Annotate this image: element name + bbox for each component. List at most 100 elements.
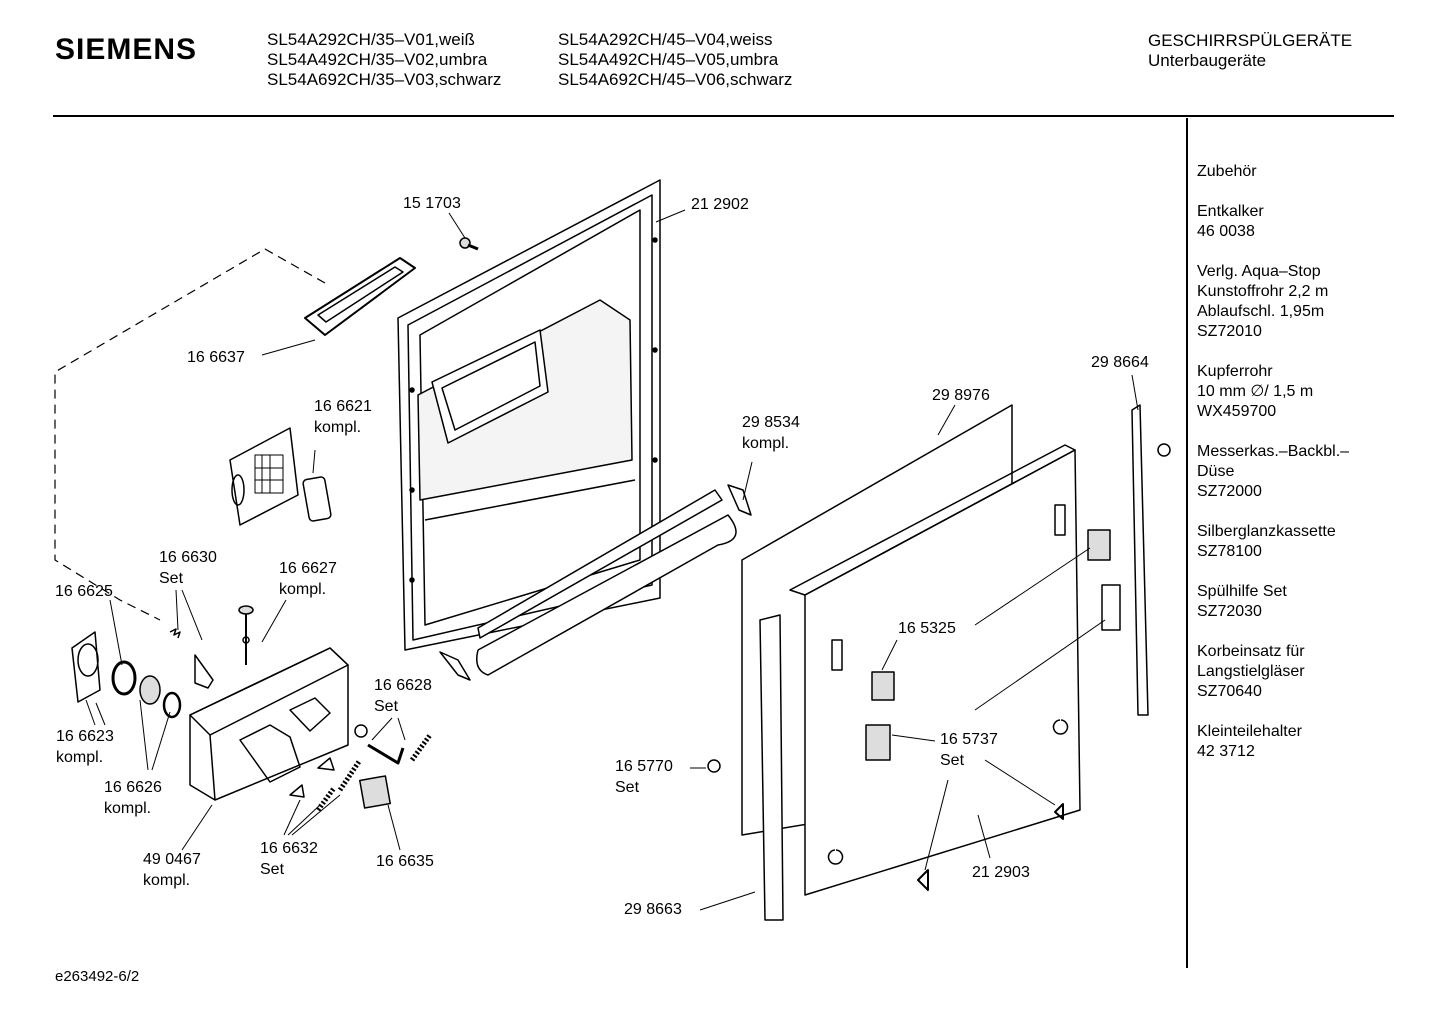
part-number: 16 6623 <box>56 728 114 745</box>
model-list-35: SL54A292CH/35–V01,weiß SL54A492CH/35–V02… <box>267 30 501 90</box>
part-qualifier: kompl. <box>314 419 362 436</box>
part-label: 16 6635 <box>376 853 434 870</box>
part-label: 21 2903 <box>972 864 1030 881</box>
accessory-name: Verlg. Aqua–Stop <box>1197 263 1321 280</box>
sidebar-divider <box>1186 118 1188 968</box>
side-trim-left <box>759 614 784 921</box>
knob-part <box>707 759 721 773</box>
header-divider <box>53 115 1394 117</box>
model-line: SL54A492CH/45–V05,umbra <box>558 50 779 69</box>
latch-bracket <box>1101 584 1121 631</box>
accessory-code: WX459700 <box>1197 403 1277 420</box>
dashed-assembly-line <box>54 248 326 621</box>
accessory-item: Entkalker 46 0038 <box>1197 202 1427 242</box>
part-label: 15 1703 <box>403 195 461 212</box>
latch-bracket <box>1087 529 1111 561</box>
part-qualifier: kompl. <box>143 872 191 889</box>
part-number: 16 6630 <box>159 549 217 566</box>
accessory-item: Messerkas.–Backbl.– Düse SZ72000 <box>1197 442 1427 502</box>
latch-bracket <box>871 671 895 701</box>
accessory-code: SZ72010 <box>1197 323 1262 340</box>
latch-spring <box>337 758 363 792</box>
side-trim-right <box>1131 404 1149 716</box>
accessory-code: SZ70640 <box>1197 683 1262 700</box>
part-label: 16 5325 <box>898 620 956 637</box>
part-label: 29 8663 <box>624 901 682 918</box>
part-label: 29 8534 kompl. <box>742 412 800 454</box>
part-qualifier: kompl. <box>742 435 790 452</box>
float-valve <box>238 605 254 665</box>
part-qualifier: Set <box>159 570 184 587</box>
inner-door-panel <box>397 179 661 651</box>
part-label: 16 6621 kompl. <box>314 396 372 438</box>
accessory-code: 46 0038 <box>1197 223 1255 240</box>
part-number: 16 5737 <box>940 731 998 748</box>
part-label: 16 6628 Set <box>374 675 432 717</box>
part-qualifier: kompl. <box>104 800 152 817</box>
switch-part <box>359 775 391 809</box>
accessory-code: SZ72030 <box>1197 603 1262 620</box>
part-number: 16 6627 <box>279 560 337 577</box>
part-label: 16 5737 Set <box>940 729 998 771</box>
lever-arm <box>367 743 405 765</box>
latch-bracket <box>865 724 891 761</box>
part-qualifier: kompl. <box>56 749 104 766</box>
accessory-code: SZ72000 <box>1197 483 1262 500</box>
part-number: 16 6632 <box>260 840 318 857</box>
part-number: 16 6626 <box>104 779 162 796</box>
model-line: SL54A692CH/45–V06,schwarz <box>558 70 793 89</box>
clip-part <box>289 784 305 798</box>
accessory-detail: Kunstoffrohr 2,2 m <box>1197 283 1329 300</box>
dispenser-nozzle <box>139 675 182 719</box>
dispenser-housing <box>189 647 349 801</box>
accessory-item: Kupferrohr 10 mm ∅/ 1,5 m WX459700 <box>1197 362 1427 422</box>
part-label: 49 0467 kompl. <box>143 849 201 891</box>
accessory-name: Kupferrohr <box>1197 363 1273 380</box>
door-frame <box>789 444 1081 896</box>
model-line: SL54A492CH/35–V02,umbra <box>267 50 488 69</box>
part-label: 16 6623 kompl. <box>56 726 114 768</box>
model-list-45: SL54A292CH/45–V04,weiss SL54A492CH/45–V0… <box>558 30 792 90</box>
part-number: 49 0467 <box>143 851 201 868</box>
latch-spring <box>315 786 337 812</box>
part-label: 16 6637 <box>187 349 245 366</box>
part-label: 29 8664 <box>1091 354 1149 371</box>
model-line: SL54A692CH/35–V03,schwarz <box>267 70 502 89</box>
accessory-item: Korbeinsatz für Langstielgläser SZ70640 <box>1197 642 1427 702</box>
accessory-name: Messerkas.–Backbl.– <box>1197 443 1350 460</box>
part-label: 16 6625 <box>55 583 113 600</box>
drawing-code: e263492-6/2 <box>55 968 140 985</box>
accessory-detail: 10 mm ∅/ 1,5 m <box>1197 383 1314 400</box>
accessory-name: Spülhilfe Set <box>1197 583 1287 600</box>
clip-part <box>317 757 335 771</box>
accessories-title: Zubehör <box>1197 163 1257 180</box>
accessory-name: Entkalker <box>1197 203 1264 220</box>
model-line: SL54A292CH/35–V01,weiß <box>267 30 475 49</box>
part-qualifier: Set <box>260 861 285 878</box>
accessory-item: Silberglanzkassette SZ78100 <box>1197 522 1427 562</box>
accessory-item: Verlg. Aqua–Stop Kunstoffrohr 2,2 m Abla… <box>1197 262 1427 342</box>
lever-part <box>194 654 214 689</box>
brand-logo: SIEMENS <box>55 33 198 66</box>
accessory-code: SZ78100 <box>1197 543 1262 560</box>
part-label: 16 6626 kompl. <box>104 777 162 819</box>
accessory-item: Spülhilfe Set SZ72030 <box>1197 582 1427 622</box>
seal-frame <box>304 257 416 336</box>
accessory-name: Kleinteilehalter <box>1197 723 1302 740</box>
foot-bracket <box>917 869 929 891</box>
category-title: GESCHIRRSPÜLGERÄTE <box>1148 31 1353 50</box>
hinge-clip <box>439 651 471 681</box>
category-heading: GESCHIRRSPÜLGERÄTE Unterbaugeräte <box>1148 31 1352 71</box>
part-number: 16 5770 <box>615 758 673 775</box>
part-label: 16 6627 kompl. <box>279 558 337 600</box>
part-number: 16 6628 <box>374 677 432 694</box>
part-qualifier: Set <box>615 779 640 796</box>
spring-part <box>169 628 181 639</box>
part-number: 29 8534 <box>742 414 800 431</box>
gasket-ring <box>111 660 137 696</box>
knob-part <box>1157 443 1171 457</box>
small-filter-pad <box>302 476 332 522</box>
spring-coil <box>409 733 433 762</box>
part-label: 21 2902 <box>691 196 749 213</box>
